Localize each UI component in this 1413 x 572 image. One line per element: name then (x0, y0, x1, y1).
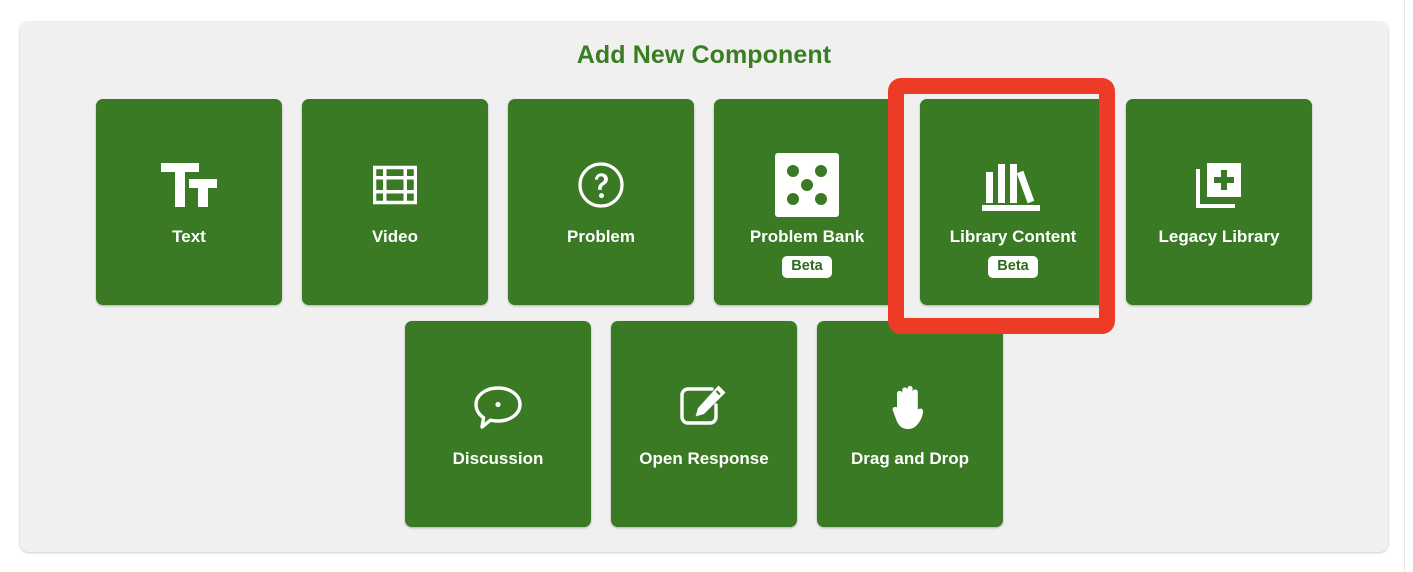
dice-five-icon (775, 137, 839, 233)
page-title: Add New Component (576, 41, 832, 69)
add-new-component-panel: Add New Component Text (20, 22, 1388, 552)
component-card-video[interactable]: Video (302, 99, 488, 305)
component-card-label: Open Response (639, 449, 769, 468)
component-card-label: Legacy Library (1158, 227, 1280, 246)
component-card-problem[interactable]: Problem (508, 99, 694, 305)
pencil-square-icon (678, 359, 730, 455)
film-strip-icon (373, 137, 417, 233)
component-card-label: Video (372, 227, 418, 246)
speech-bubble-icon (472, 359, 524, 455)
component-card-drag-and-drop[interactable]: Drag and Drop (817, 321, 1003, 527)
add-copy-icon (1195, 137, 1243, 233)
page-edge-rule (1404, 0, 1405, 572)
question-circle-icon (577, 137, 625, 233)
component-card-label: Discussion (452, 449, 544, 468)
component-card-open-response[interactable]: Open Response (611, 321, 797, 527)
component-card-label: Problem Bank (749, 227, 865, 246)
text-format-icon (159, 137, 219, 233)
bookshelf-icon (978, 137, 1048, 233)
component-grid: Text Video (20, 99, 1388, 527)
component-card-label: Text (172, 227, 206, 246)
component-card-text[interactable]: Text (96, 99, 282, 305)
component-card-problem-bank[interactable]: Problem Bank Beta (714, 99, 900, 305)
status-badge: Beta (782, 255, 832, 278)
component-card-label: Library Content (949, 227, 1077, 246)
status-badge: Beta (988, 255, 1038, 278)
component-card-label: Problem (566, 227, 636, 246)
component-row: Text Video (20, 99, 1388, 305)
component-card-discussion[interactable]: Discussion (405, 321, 591, 527)
component-card-label: Drag and Drop (850, 449, 970, 468)
component-row: Discussion Open Response (20, 321, 1388, 527)
component-card-legacy-library[interactable]: Legacy Library (1126, 99, 1312, 305)
component-card-library-content[interactable]: Library Content Beta (920, 99, 1106, 305)
hand-icon (889, 359, 931, 455)
